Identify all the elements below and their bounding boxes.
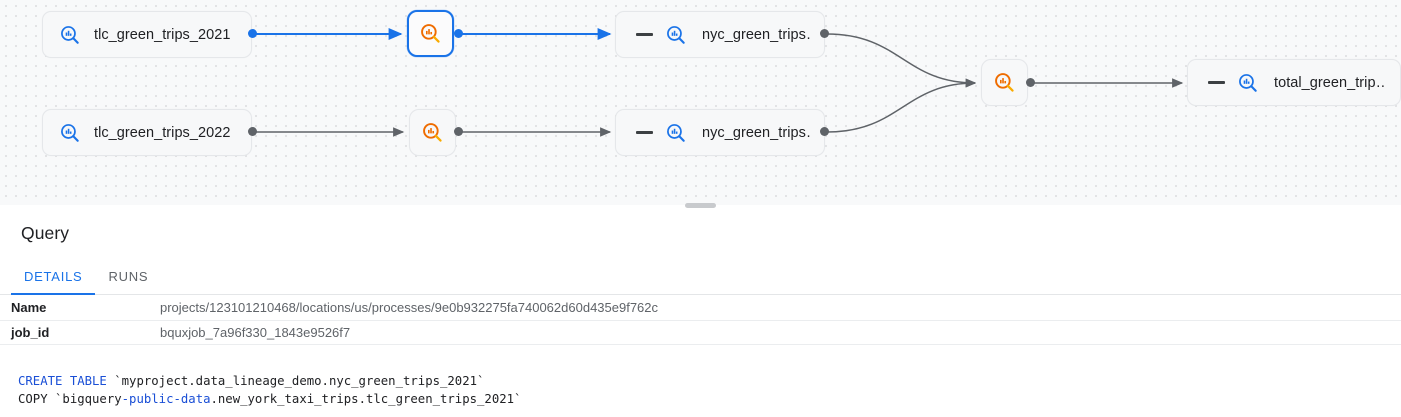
bigquery-table-icon <box>1235 70 1261 96</box>
property-value: projects/123101210468/locations/us/proce… <box>160 300 659 316</box>
bigquery-process-icon <box>418 21 444 47</box>
output-port-process-top[interactable] <box>454 29 463 38</box>
output-port-process-bottom[interactable] <box>454 127 463 136</box>
output-port-tlc-2022[interactable] <box>248 127 257 136</box>
lineage-node-tlc-green-trips-2022[interactable]: tlc_green_trips_2022 <box>42 109 252 156</box>
lineage-node-total-green-trips[interactable]: total_green_trip… <box>1187 59 1401 106</box>
sql-line1-rest: `myproject.data_lineage_demo.nyc_green_t… <box>106 374 485 388</box>
lineage-node-process-bottom[interactable] <box>409 109 456 156</box>
output-port-tlc-2021[interactable] <box>248 29 257 38</box>
lineage-node-process-top[interactable] <box>407 10 454 57</box>
table-row: Name projects/123101210468/locations/us/… <box>0 296 1401 321</box>
property-key: Name <box>11 300 47 316</box>
sql-code-block: CREATE TABLE `myproject.data_lineage_dem… <box>0 372 1401 408</box>
output-port-process-merge[interactable] <box>1026 78 1035 87</box>
collapse-toggle-icon[interactable] <box>627 20 661 50</box>
lineage-node-nyc-green-trips-top[interactable]: nyc_green_trips… <box>615 11 825 58</box>
lineage-node-process-merge[interactable] <box>981 59 1028 106</box>
bigquery-table-icon <box>663 120 689 146</box>
collapse-toggle-icon[interactable] <box>627 118 661 148</box>
property-value: bquxjob_7a96f330_1843e9526f7 <box>160 324 351 340</box>
bigquery-process-icon <box>992 70 1018 96</box>
lineage-node-label: nyc_green_trips… <box>702 124 810 141</box>
tab-details[interactable]: DETAILS <box>11 269 96 295</box>
panel-resize-handle[interactable] <box>0 199 1401 211</box>
table-row: job_id bquxjob_7a96f330_1843e9526f7 <box>0 321 1401 345</box>
bigquery-table-icon <box>57 120 83 146</box>
edge-nyctop-to-merge <box>826 33 977 88</box>
lineage-graph-canvas[interactable]: tlc_green_trips_2021 tlc_green_trips_202… <box>0 0 1401 205</box>
output-port-nyc-bottom[interactable] <box>820 127 829 136</box>
properties-table: Name projects/123101210468/locations/us/… <box>0 296 1401 345</box>
collapse-toggle-icon[interactable] <box>1199 68 1233 98</box>
page-title: Query <box>21 223 70 243</box>
sql-line2-highlight: -public-data <box>121 392 211 406</box>
tab-runs[interactable]: RUNS <box>108 269 149 284</box>
bigquery-process-icon <box>420 120 446 146</box>
lineage-node-nyc-green-trips-bottom[interactable]: nyc_green_trips… <box>615 109 825 156</box>
lineage-node-label: total_green_trip… <box>1274 74 1386 91</box>
bigquery-table-icon <box>663 22 689 48</box>
output-port-nyc-top[interactable] <box>820 29 829 38</box>
query-details-panel: Query DETAILS RUNS Name projects/1231012… <box>0 202 1401 417</box>
sql-line2-suffix: .new_york_taxi_trips.tlc_green_trips_202… <box>210 392 522 406</box>
lineage-node-tlc-green-trips-2021[interactable]: tlc_green_trips_2021 <box>42 11 252 58</box>
sql-line2-prefix: COPY `bigquery <box>18 392 122 406</box>
lineage-node-label: tlc_green_trips_2021 <box>94 26 231 43</box>
bigquery-table-icon <box>57 22 83 48</box>
sql-keyword-create-table: CREATE TABLE <box>18 374 107 388</box>
lineage-node-label: tlc_green_trips_2022 <box>94 124 231 141</box>
property-key: job_id <box>11 324 50 340</box>
details-tabs: DETAILS RUNS <box>0 259 1401 295</box>
lineage-node-label: nyc_green_trips… <box>702 26 810 43</box>
edge-nycbot-to-merge <box>826 78 977 133</box>
drag-handle-bar[interactable] <box>685 202 716 208</box>
